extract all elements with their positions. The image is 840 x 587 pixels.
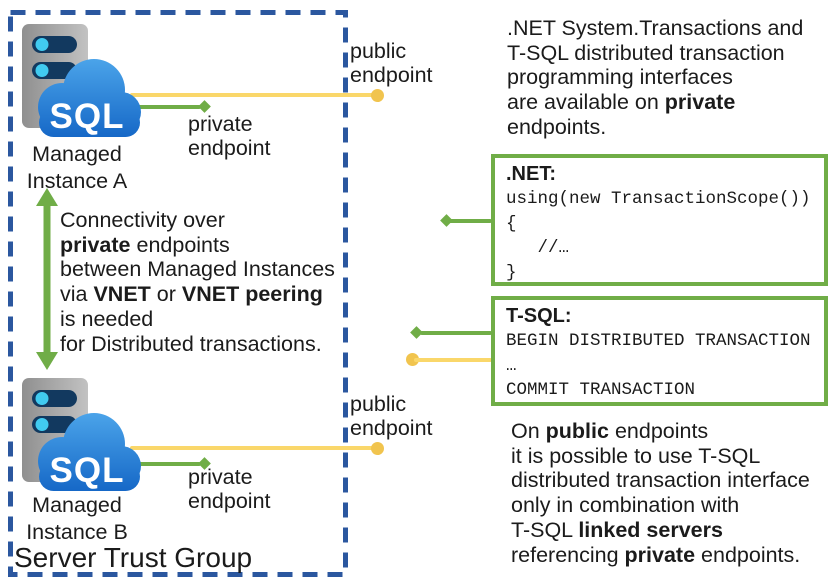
sql-logo-text: SQL — [50, 451, 125, 490]
server-trust-group-border — [8, 10, 348, 577]
public-endpoint-dot-b — [371, 442, 384, 455]
dotnet-code-lines: using(new TransactionScope()) { //… } — [506, 189, 811, 283]
sql-managed-instance-a-icon: SQL — [22, 24, 141, 137]
private-endpoint-line-a — [130, 105, 201, 109]
tsql-code-box: T-SQL: BEGIN DISTRIBUTED TRANSACTION … C… — [491, 296, 828, 406]
private-connectivity-double-arrow — [36, 188, 58, 370]
private-endpoint-label-b: private endpoint — [188, 465, 271, 513]
server-trust-group-label: Server Trust Group — [14, 542, 253, 573]
tsql-private-connector-line — [420, 331, 492, 335]
public-endpoint-label-b: public endpoint — [350, 392, 433, 440]
sql-logo-text: SQL — [50, 97, 125, 136]
public-endpoint-line-a — [130, 93, 376, 97]
managed-instance-a-label: Managed Instance A — [26, 142, 128, 193]
tsql-public-connector-dot — [406, 353, 419, 366]
dotnet-code-title: .NET: — [506, 163, 556, 185]
tsql-code-lines: BEGIN DISTRIBUTED TRANSACTION … COMMIT T… — [506, 331, 811, 400]
public-endpoint-label-a: public endpoint — [350, 39, 433, 87]
public-endpoint-dot-a — [371, 89, 384, 102]
public-endpoint-line-b — [130, 446, 376, 450]
dotnet-connector-line — [448, 219, 492, 223]
tsql-code-title: T-SQL: — [506, 305, 572, 327]
sql-cloud-icon: SQL — [38, 413, 141, 491]
dotnet-code-box: .NET: using(new TransactionScope()) { //… — [491, 154, 828, 286]
private-endpoint-line-b — [130, 462, 201, 466]
sql-cloud-icon: SQL — [38, 59, 141, 137]
managed-instance-b-label: Managed Instance B — [26, 493, 128, 544]
tsql-public-connector-line — [414, 358, 492, 362]
sql-managed-instance-b-icon: SQL — [22, 378, 141, 491]
private-endpoint-label-a: private endpoint — [188, 112, 271, 160]
